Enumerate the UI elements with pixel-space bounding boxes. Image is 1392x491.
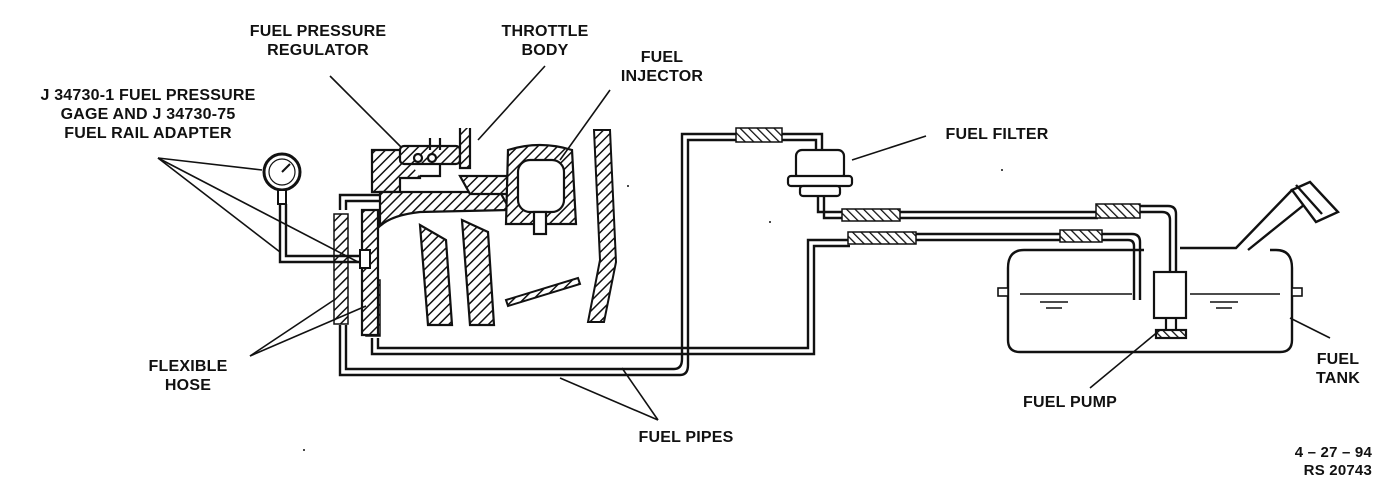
label-throttle-body: THROTTLE BODY <box>482 22 608 60</box>
label-throttle-body-line-2: BODY <box>521 42 569 59</box>
label-fuel-pressure-regulator-line-2: REGULATOR <box>267 42 369 59</box>
fuel-pump <box>1152 270 1188 340</box>
label-flexible-hose: FLEXIBLE HOSE <box>128 357 248 395</box>
label-gage-adapter-line-2: GAGE AND J 34730-75 <box>60 106 236 123</box>
fuel-pipe-return <box>338 132 1178 377</box>
label-gage-adapter: J 34730-1 FUEL PRESSURE GAGE AND J 34730… <box>4 86 292 143</box>
label-fuel-injector: FUEL INJECTOR <box>602 48 722 86</box>
label-gage-adapter-line-3: FUEL RAIL ADAPTER <box>64 125 232 142</box>
label-fuel-tank: FUEL TANK <box>1300 350 1376 388</box>
label-fuel-tank-line-2: TANK <box>1315 370 1361 387</box>
label-fuel-pipes: FUEL PIPES <box>638 429 734 446</box>
pressure-gage <box>262 152 371 269</box>
label-fuel-injector-line-2: INJECTOR <box>620 68 704 85</box>
label-fuel-filter: FUEL FILTER <box>945 126 1049 143</box>
fuel-filter <box>786 148 854 198</box>
reference-code: RS 20743 <box>1303 462 1372 479</box>
label-fuel-injector-line-1: FUEL <box>640 49 684 66</box>
label-fuel-pump: FUEL PUMP <box>1023 394 1117 411</box>
throttle-body <box>360 128 578 337</box>
reference-number: 4 – 27 – 94 RS 20743 <box>1250 444 1372 480</box>
label-flexible-hose-line-1: FLEXIBLE <box>148 358 228 375</box>
label-gage-adapter-line-1: J 34730-1 FUEL PRESSURE <box>40 87 256 104</box>
label-fuel-pressure-regulator-line-1: FUEL PRESSURE <box>249 23 387 40</box>
label-throttle-body-line-1: THROTTLE <box>501 23 589 40</box>
fuel-tank <box>997 180 1341 354</box>
reference-date: 4 – 27 – 94 <box>1294 444 1372 461</box>
label-flexible-hose-line-2: HOSE <box>164 377 212 394</box>
scan-specks <box>303 169 1003 451</box>
manifold-wall <box>586 129 618 323</box>
label-fuel-pressure-regulator: FUEL PRESSURE REGULATOR <box>218 22 418 60</box>
label-fuel-tank-line-1: FUEL <box>1316 351 1360 368</box>
leader-lines <box>157 65 1331 421</box>
throttle-plate <box>504 276 582 308</box>
